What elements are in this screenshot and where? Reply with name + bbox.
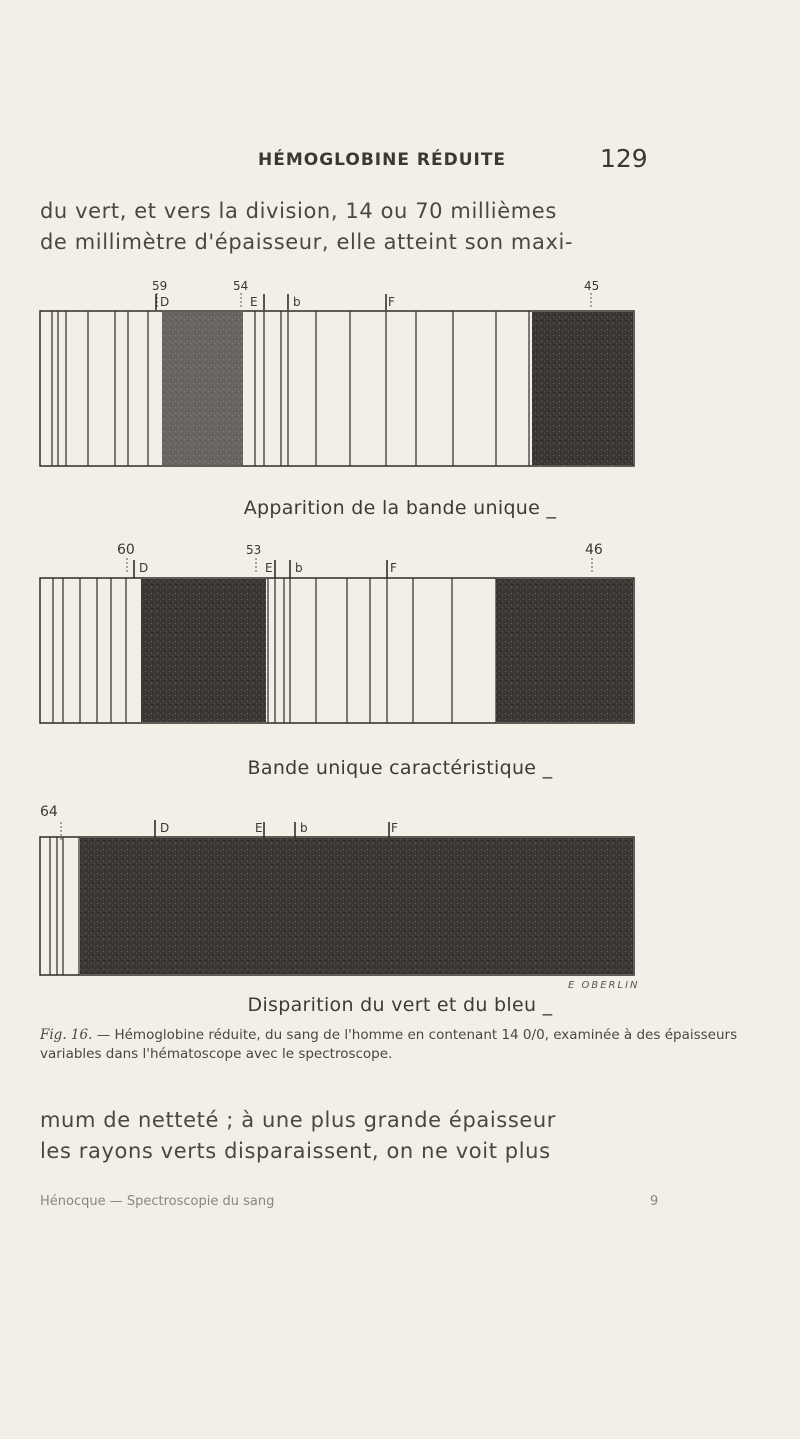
text-line: du vert, et vers la division, 14 ou 70 m…: [40, 199, 557, 223]
spectrum-caption-2: Bande unique caractéristique _: [247, 757, 553, 779]
text-line: les rayons verts disparaissent, on ne vo…: [40, 1139, 551, 1163]
signature-number: 9: [650, 1194, 659, 1209]
paragraph-bottom: mum de netteté ; à une plus grande épais…: [40, 1105, 760, 1167]
absorption-band: [532, 312, 633, 465]
figure-caption-text: — Hémoglobine réduite, du sang de l'homm…: [40, 1027, 738, 1062]
fraunhofer-label: b: [295, 561, 303, 575]
scale-number: 59: [152, 280, 167, 293]
signature-mark: Hénocque — Spectroscopie du sang: [40, 1194, 275, 1209]
figure-caption: Fig. 16. — Hémoglobine réduite, du sang …: [40, 1026, 760, 1064]
figure-label: Fig. 16.: [40, 1027, 93, 1043]
fraunhofer-label: b: [300, 821, 308, 835]
fraunhofer-label: F: [391, 821, 398, 835]
scale-number: 46: [585, 542, 603, 558]
spectrum-caption-1: Apparition de la bande unique _: [243, 497, 557, 519]
absorption-band: [162, 312, 243, 465]
fraunhofer-label: D: [139, 561, 148, 575]
fraunhofer-label: D: [160, 295, 169, 309]
engraver-signature: E OBERLIN: [568, 980, 640, 991]
scale-number: 54: [233, 280, 248, 293]
scale-number: 53: [246, 543, 261, 557]
spectrum-figure-2: 60 53 46 D E b F: [0, 538, 800, 738]
text-line: de millimètre d'épaisseur, elle atteint …: [40, 230, 574, 254]
absorption-band: [80, 838, 633, 974]
spectrum-figure-3: 64 D E b F E OBERLIN: [0, 800, 800, 1030]
paragraph-top: du vert, et vers la division, 14 ou 70 m…: [40, 196, 760, 258]
spectrum-drawing-2: 60 53 46 D E b F: [39, 542, 635, 724]
scale-number: 45: [584, 280, 599, 293]
fraunhofer-label: b: [293, 295, 301, 309]
fraunhofer-label: F: [390, 561, 397, 575]
fraunhofer-label: D: [160, 821, 169, 835]
spectrum-drawing-1: 59 54 45 D E b F: [39, 280, 635, 467]
fraunhofer-label: F: [388, 295, 395, 309]
running-head-title: HÉMOGLOBINE RÉDUITE: [258, 150, 507, 170]
fraunhofer-label: E: [250, 295, 258, 309]
spectrum-caption-3: Disparition du vert et du bleu _: [247, 994, 553, 1016]
fraunhofer-label: E: [255, 821, 263, 835]
fraunhofer-label: E: [265, 561, 273, 575]
text-line: mum de netteté ; à une plus grande épais…: [40, 1108, 557, 1132]
absorption-band: [496, 579, 633, 722]
spectrum-drawing-3: 64 D E b F E OBERLIN: [39, 804, 640, 991]
signature-line: Hénocque — Spectroscopie du sang 9: [40, 1194, 760, 1209]
absorption-band: [141, 579, 266, 722]
spectrum-figure-1: 59 54 45 D E b F: [0, 280, 800, 480]
scale-number: 64: [40, 804, 58, 820]
page-number: 129: [600, 144, 648, 173]
scale-number: 60: [117, 542, 135, 558]
